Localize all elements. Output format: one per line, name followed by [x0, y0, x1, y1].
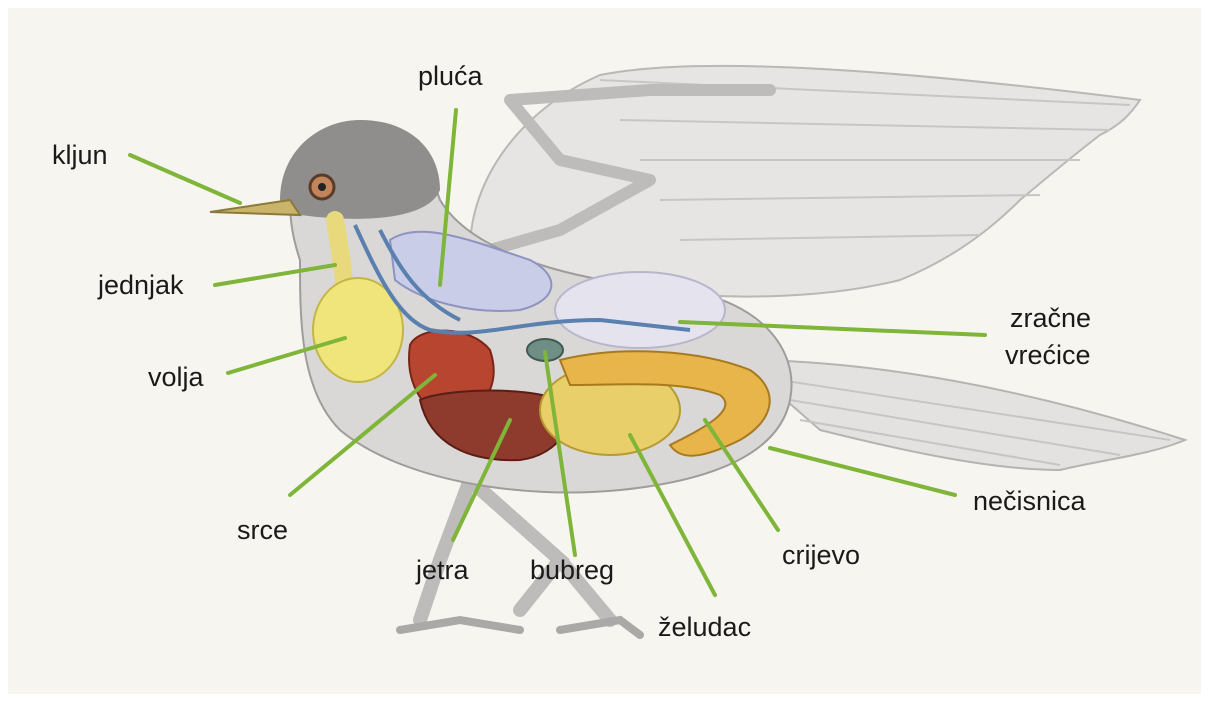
- tail: [740, 360, 1185, 470]
- label-jednjak: jednjak: [98, 272, 184, 299]
- label-jetra: jetra: [416, 557, 469, 584]
- label-pluca: pluća: [418, 63, 483, 90]
- label-kljun: kljun: [52, 142, 108, 169]
- label-zracne-vrecice-line1: zračne: [1010, 305, 1091, 332]
- air-sac: [555, 272, 725, 348]
- leader-kljun: [130, 155, 240, 203]
- label-srce: srce: [237, 517, 288, 544]
- label-crijevo: crijevo: [782, 542, 860, 569]
- label-zeludac: želudac: [658, 614, 751, 641]
- label-bubreg: bubreg: [530, 557, 614, 584]
- label-zracne-vrecice-line2: vrećice: [1005, 342, 1091, 369]
- head: [210, 120, 440, 219]
- label-necisnica: nečisnica: [973, 488, 1086, 515]
- label-volja: volja: [148, 364, 204, 391]
- wing: [470, 66, 1140, 297]
- beak: [210, 200, 300, 215]
